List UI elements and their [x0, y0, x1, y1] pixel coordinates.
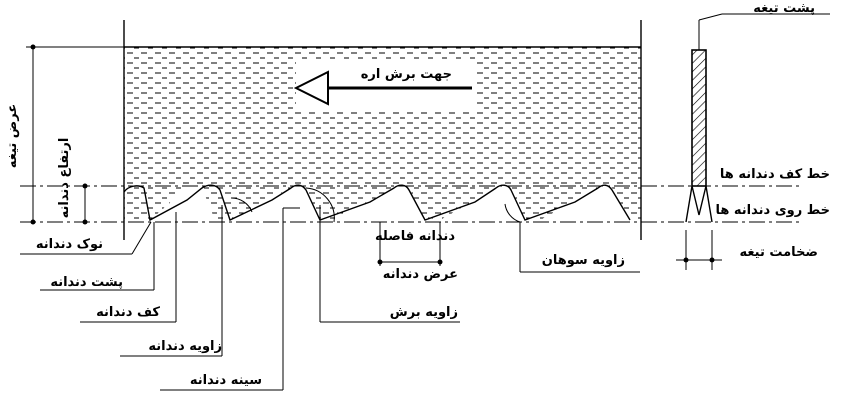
tooth-height-dimension: ارتفاع دندانه — [57, 138, 88, 225]
blade-back-label: پشت تیغه — [753, 1, 815, 16]
blade-side-view: پشت تیغه ضخامت تیغه — [676, 1, 830, 270]
tooth-width-dimension: دندانه فاصله عرض دندانه — [375, 222, 458, 282]
cut-direction-label: جهت برش اره — [361, 67, 452, 82]
rake-angle-label: زاویه برش — [390, 305, 458, 320]
tooth-tip-label: نوک دندانه — [36, 237, 103, 252]
tooth-back-callout: پشت دندانه — [40, 222, 155, 291]
tooth-face-callout: سینه دندانه — [160, 207, 300, 391]
tooth-pitch-label: دندانه فاصله — [375, 229, 455, 244]
clearance-angle-callout: زاویه سوهان — [504, 203, 640, 273]
blade-thickness-label: ضخامت تیغه — [739, 245, 818, 260]
tooth-width-label: عرض دندانه — [383, 267, 458, 282]
blade-width-dimension: عرض تیغه — [5, 44, 124, 225]
blade-body — [123, 20, 642, 240]
tooth-face-label: سینه دندانه — [190, 373, 262, 388]
tooth-angle-label: زاویه دندانه — [148, 339, 222, 354]
blade-width-label: عرض تیغه — [5, 104, 20, 168]
tooth-root-label: کف دندانه — [96, 305, 160, 320]
tooth-back-label: پشت دندانه — [50, 275, 123, 290]
cut-direction-arrow: جهت برش اره — [293, 60, 476, 110]
rake-angle-callout: زاویه برش — [305, 187, 460, 323]
tip-line-label: خط روی دندانه ها — [715, 203, 830, 218]
tooth-tip-callout: نوک دندانه — [20, 221, 152, 255]
tooth-root-callout: کف دندانه — [80, 212, 177, 323]
clearance-angle-label: زاویه سوهان — [542, 253, 625, 268]
root-line-label: خط کف دندانه ها — [720, 167, 830, 182]
tooth-angle-callout: زاویه دندانه — [120, 197, 253, 357]
tooth-height-label: ارتفاع دندانه — [57, 138, 72, 219]
